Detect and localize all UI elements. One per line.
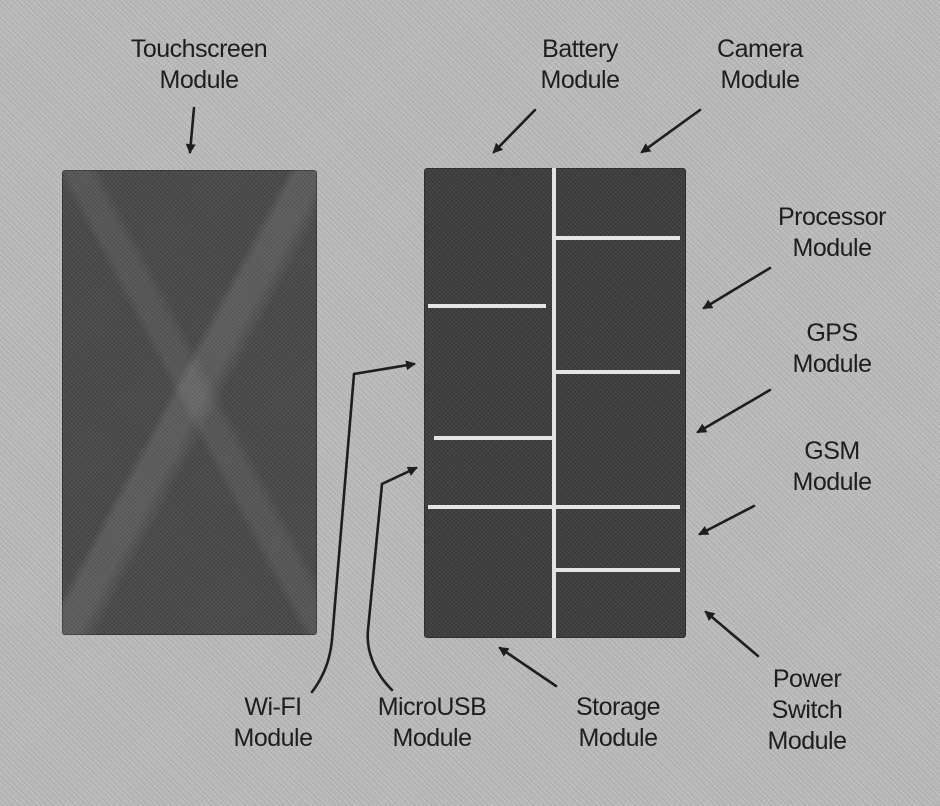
- vertical-divider: [552, 168, 556, 638]
- label-line: Module: [578, 724, 659, 752]
- camera-module-label: Camera Module: [690, 34, 830, 96]
- divider-gsm-power: [556, 568, 680, 572]
- label-line: Touchscreen: [130, 35, 268, 63]
- touchscreen-arrow: [185, 106, 196, 154]
- wifi-arrow: [310, 360, 416, 694]
- divider-battery-wifi: [428, 304, 546, 308]
- microusb-arrow: [366, 466, 418, 692]
- label-line: Module: [792, 234, 873, 262]
- label-line: MicroUSB: [377, 693, 487, 721]
- wifi-module-label: Wi-FI Module: [208, 692, 338, 754]
- power-switch-module-label: Power Switch Module: [742, 664, 872, 757]
- label-line: Module: [792, 468, 873, 496]
- label-line: Processor: [777, 203, 887, 231]
- divider-processor-gps: [556, 370, 680, 374]
- label-line: GPS: [806, 319, 858, 347]
- touchscreen-module-label: Touchscreen Module: [104, 34, 294, 96]
- divider-camera-processor: [556, 236, 680, 240]
- label-line: Power: [772, 665, 842, 693]
- processor-arrow: [702, 266, 772, 310]
- module-board-panel: [424, 168, 686, 638]
- label-line: Module: [540, 66, 621, 94]
- label-line: Switch: [771, 696, 843, 724]
- label-line: Module: [720, 66, 801, 94]
- touchscreen-module-panel: [62, 170, 317, 635]
- label-line: Battery: [542, 35, 618, 63]
- label-line: GSM: [804, 437, 860, 465]
- divider-microusb-storage: [428, 505, 680, 509]
- label-line: Module: [792, 350, 873, 378]
- gsm-module-label: GSM Module: [772, 436, 892, 498]
- battery-module-label: Battery Module: [510, 34, 650, 96]
- label-line: Module: [767, 727, 848, 755]
- gps-arrow: [696, 388, 772, 434]
- storage-arrow: [498, 646, 558, 688]
- label-line: Module: [159, 66, 240, 94]
- processor-module-label: Processor Module: [752, 202, 912, 264]
- power-switch-arrow: [704, 610, 760, 658]
- label-line: Module: [392, 724, 473, 752]
- microusb-module-label: MicroUSB Module: [352, 692, 512, 754]
- label-line: Camera: [717, 35, 803, 63]
- storage-module-label: Storage Module: [548, 692, 688, 754]
- gps-module-label: GPS Module: [772, 318, 892, 380]
- label-line: Wi-FI: [244, 693, 302, 721]
- battery-arrow: [492, 108, 537, 154]
- camera-arrow: [640, 108, 702, 154]
- gsm-arrow: [698, 504, 756, 536]
- divider-wifi-microusb: [434, 436, 552, 440]
- label-line: Module: [233, 724, 314, 752]
- label-line: Storage: [575, 693, 661, 721]
